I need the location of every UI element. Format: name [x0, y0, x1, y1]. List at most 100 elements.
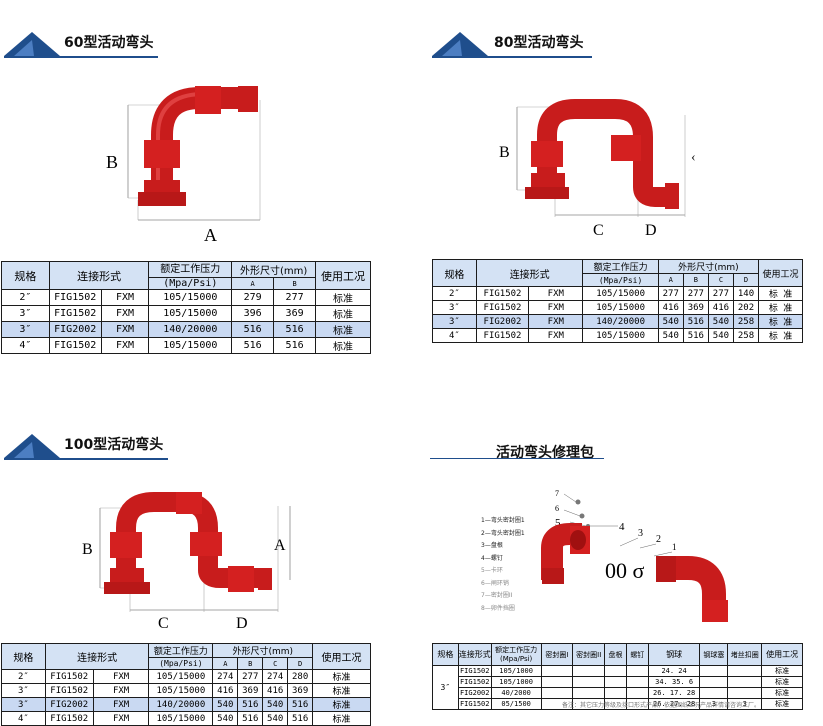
spec-table-60: 规格 连接形式 额定工作压力 外形尺寸(mm) 使用工况 (Mpa/Psi) A… [1, 261, 371, 354]
col-header-dimensions: 外形尺寸(mm) [231, 261, 317, 278]
header-underline [432, 56, 592, 58]
cell-pressure: 105/1000 [490, 676, 542, 688]
repair-kit-legend: 1—弯头密封圈1 2—弯头密封圈1 3—盘根 4—螺钉 5—卡环 6—闸环销 7… [481, 515, 525, 615]
legend-item: 6—闸环销 [481, 579, 509, 587]
cell-ball: 26. 17. 28 [647, 687, 701, 699]
repair-kit-note: 备注：其它压力等级及接口形式产品，依据图纸工况产品详情请咨询工厂。 [562, 702, 761, 709]
col-header-b: B [237, 657, 264, 670]
col-header-connection: 连接形式 [457, 643, 492, 666]
col-header-c: C [262, 657, 289, 670]
col-header-b: B [273, 277, 317, 290]
col-header-connection: 连接形式 [475, 259, 584, 287]
cell-d: 516 [287, 711, 314, 726]
dim-label-b: B [106, 152, 118, 172]
col-header-screw: 螺钉 [625, 643, 649, 666]
section-header-100: 100型活动弯头 [4, 432, 174, 462]
col-header-ball: 钢球 [647, 643, 701, 666]
cell-pressure: 140/20000 [582, 314, 659, 329]
cell-pressure: 105/15000 [148, 711, 214, 726]
cell-spec: 2″ [432, 286, 477, 301]
callout-oo: 00 σ [605, 558, 645, 583]
col-header-a: A [231, 277, 275, 290]
cell-conn: FIG2002 [457, 687, 492, 699]
col-header-pressure: 额定工作压力 [582, 259, 659, 274]
dim-label-b: B [82, 541, 93, 558]
dim-label-a: A [204, 225, 217, 245]
section-header-60: 60型活动弯头 [4, 30, 164, 60]
cell-usage: 标准 [312, 711, 371, 726]
cell-c: 416 [707, 300, 734, 315]
cell-usage: 标 准 [758, 300, 803, 315]
cell-end: FXM [528, 300, 584, 315]
cell-spec: 3″ [432, 314, 477, 329]
cell-conn: FIG1502 [457, 676, 492, 688]
cell-pressure: 105/15000 [148, 669, 214, 684]
legend-item: 1—弯头密封圈1 [481, 517, 525, 524]
cell-d: 140 [732, 286, 760, 301]
cell-pressure: 105/15000 [582, 286, 659, 301]
cell-end: FXM [92, 711, 150, 726]
header-underline [4, 56, 158, 58]
cell-ball: 24. 24 [647, 665, 701, 677]
cell-pressure: 105/15000 [148, 289, 233, 306]
dim-label-a: A [274, 537, 286, 554]
col-header-seal-2: 密封圈II [572, 643, 606, 666]
cell-conn: FIG2002 [44, 697, 94, 712]
cell-pressure: 105/15000 [582, 328, 659, 343]
col-header-pressure: 额定工作压力 [148, 643, 214, 658]
legend-item: 4—螺钉 [481, 554, 503, 562]
cell-d: 258 [732, 314, 760, 329]
dim-label-d: D [236, 615, 248, 632]
cell-pressure: 140/20000 [148, 321, 233, 338]
cell-pressure: 105/15000 [148, 305, 233, 322]
cell-plug [699, 665, 729, 677]
col-header-seal-1: 密封圈I [540, 643, 574, 666]
cell-b: 277 [682, 286, 709, 301]
cell-end: FXM [100, 305, 150, 322]
swivel-80-diagram: B C D ‹ [499, 99, 696, 239]
cell-end: FXM [528, 286, 584, 301]
cell-b: 369 [273, 305, 317, 322]
col-header-c: C [707, 273, 734, 287]
callout-6: 6 [555, 504, 559, 513]
callout-3: 3 [638, 528, 643, 539]
legend-item: 8—卵件挡圈 [481, 604, 515, 612]
col-header-a: A [212, 657, 239, 670]
cell-b: 369 [682, 300, 709, 315]
cell-usage: 标准 [315, 337, 371, 354]
col-header-a: A [657, 273, 684, 287]
cell-end: FXM [92, 697, 150, 712]
cell-end: FXM [100, 337, 150, 354]
cell-b: 516 [682, 314, 709, 329]
cell-spec: 3″ [1, 683, 46, 698]
cell-usage: 标准 [312, 697, 371, 712]
col-header-spec: 规格 [1, 261, 50, 290]
cell-plug [699, 676, 729, 688]
cell-conn: FIG1502 [48, 305, 102, 322]
col-header-pressure: 额定工作压力 [495, 645, 538, 654]
cell-conn: FIG1502 [48, 337, 102, 354]
cell-ring [727, 687, 763, 699]
cell-end: FXM [92, 669, 150, 684]
cell-usage: 标准 [315, 305, 371, 322]
cell-b: 516 [682, 328, 709, 343]
cell-a: 540 [212, 711, 239, 726]
col-header-ball-plug: 钢球塞 [699, 643, 729, 666]
callout-1: 1 [672, 542, 677, 552]
col-header-connection: 连接形式 [44, 643, 150, 670]
col-header-dimensions: 外形尺寸(mm) [657, 259, 760, 274]
repair-kit-exploded-diagram: 7 6 5 4 3 2 1 00 σ [541, 489, 728, 622]
swivel-100-diagram: B C D A [82, 492, 291, 632]
col-header-b: B [682, 273, 709, 287]
cell-spec: 2″ [1, 289, 50, 306]
cell-b: 277 [273, 289, 317, 306]
cell-end: FXM [100, 289, 150, 306]
col-header-connection: 连接形式 [48, 261, 150, 290]
legend-item: 5—卡环 [481, 567, 503, 574]
cell-conn: FIG2002 [48, 321, 102, 338]
col-header-pressure-unit: (Mpa/Psi) [148, 277, 233, 290]
cell-conn: FIG1502 [457, 698, 492, 710]
cell-a: 277 [657, 286, 684, 301]
header-triangle-icon [4, 434, 60, 458]
cell-spec: 4″ [1, 711, 46, 726]
